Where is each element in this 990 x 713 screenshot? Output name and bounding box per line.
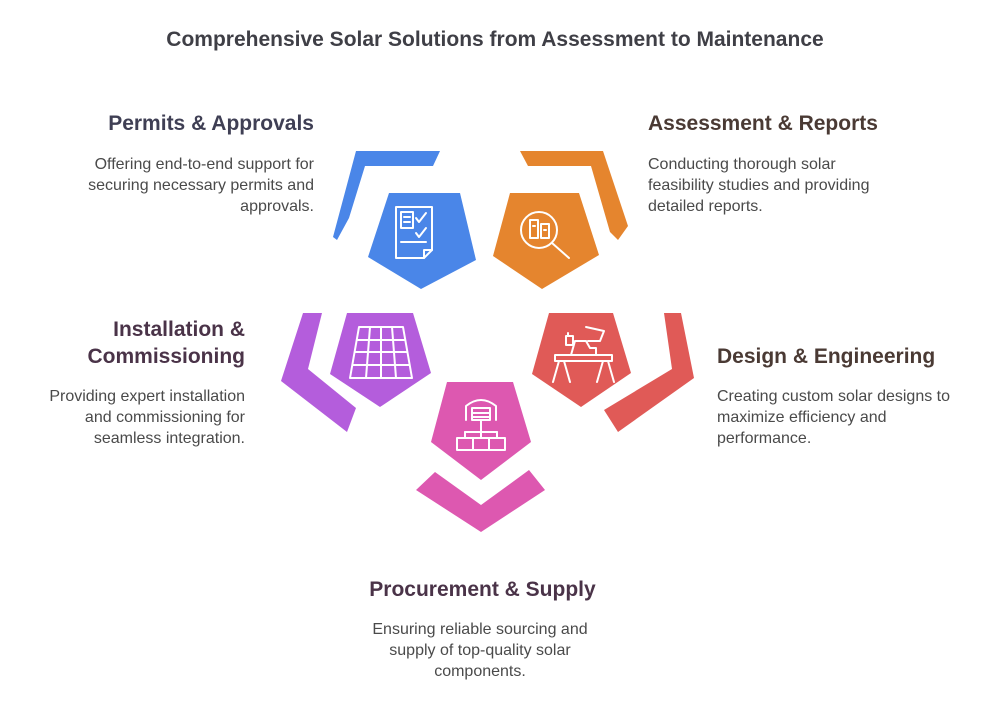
- design-heading: Design & Engineering: [717, 345, 936, 368]
- procurement-description: Ensuring reliable sourcing and supply of…: [372, 621, 588, 680]
- warehouse-network-icon: [456, 399, 506, 451]
- procurement-heading: Procurement & Supply: [369, 578, 596, 601]
- magnifier-report-icon: [520, 211, 570, 259]
- checklist-document-icon: [395, 206, 433, 259]
- design-description: Creating custom solar designs to maximiz…: [717, 388, 950, 447]
- installation-heading-line1: Installation &: [113, 318, 245, 341]
- installation-description: Providing expert installation and commis…: [49, 388, 245, 447]
- assessment-description: Conducting thorough solar feasibility st…: [648, 156, 870, 215]
- procurement-outer-band: [416, 470, 545, 532]
- installation-heading-line2: Commissioning: [87, 345, 245, 368]
- design-outer-band: [604, 313, 694, 432]
- procurement-segment: [416, 382, 545, 532]
- design-segment: [532, 313, 694, 432]
- page-title: Comprehensive Solar Solutions from Asses…: [166, 28, 824, 51]
- assessment-outer-band: [520, 151, 628, 240]
- installation-segment: [281, 313, 431, 432]
- assessment-pentagon: [493, 193, 599, 289]
- permits-segment: [333, 151, 476, 289]
- installation-outer-band: [281, 313, 356, 432]
- permits-description: Offering end-to-end support for securing…: [88, 156, 314, 215]
- permits-heading: Permits & Approvals: [108, 112, 314, 135]
- drafting-desk-icon: [552, 326, 615, 383]
- solar-panel-icon: [349, 326, 413, 379]
- permits-outer-band: [333, 151, 440, 240]
- assessment-segment: [493, 151, 628, 289]
- assessment-heading: Assessment & Reports: [648, 112, 878, 135]
